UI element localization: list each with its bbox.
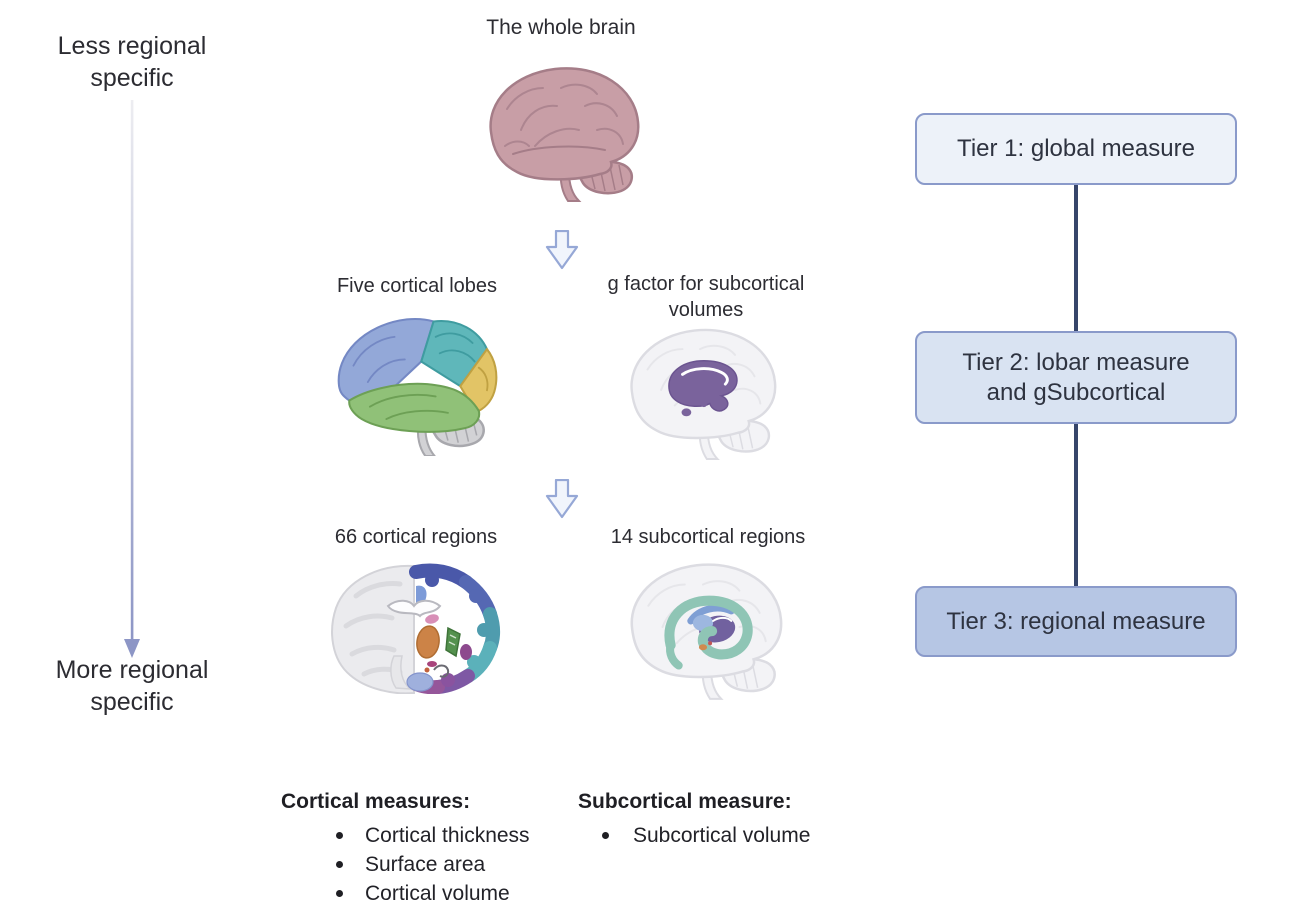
axis-label-line: More regional — [55, 656, 209, 684]
level2-right-label-line: volumes — [668, 299, 744, 321]
tier1-box: Tier 1: global measure — [915, 113, 1237, 185]
coronal-regions-brain-icon — [331, 563, 500, 694]
axis-label-line: specific — [90, 64, 174, 92]
cortical-measures-block: Cortical measures: Cortical thickness Su… — [281, 790, 530, 908]
whole-brain-icon — [489, 67, 640, 202]
specificity-down-arrow-icon — [124, 100, 140, 658]
axis-label-less-specific: Less regional specific — [22, 30, 242, 94]
subcortical-measures-block: Subcortical measure: Subcortical volume — [578, 790, 810, 850]
tier1-label: Tier 1: global measure — [957, 135, 1195, 162]
subcortical-measures-title: Subcortical measure: — [578, 790, 792, 813]
block-down-arrow-icon — [545, 479, 579, 519]
tier3-box: Tier 3: regional measure — [915, 586, 1237, 657]
level2-left-label: Five cortical lobes — [336, 275, 498, 297]
tier2-label-line: and gSubcortical — [986, 378, 1166, 406]
cortical-measures-title: Cortical measures: — [281, 790, 471, 813]
block-down-arrow-icon — [545, 230, 579, 270]
level1-label: The whole brain — [486, 16, 636, 39]
cortical-measures-list: Cortical thickness Surface area Cortical… — [281, 821, 530, 908]
axis-label-line: specific — [90, 688, 174, 716]
list-item: Subcortical volume — [578, 821, 810, 850]
axis-label-more-specific: More regional specific — [22, 654, 242, 718]
subcortical-measures-list: Subcortical volume — [578, 821, 810, 850]
subcortical-regions-brain-icon — [630, 563, 783, 700]
g-subcortical-brain-icon — [630, 328, 777, 460]
level3-right-label: 14 subcortical regions — [610, 526, 806, 548]
five-lobes-brain-icon — [337, 317, 498, 456]
level2-right-label-line: g factor for subcortical — [607, 273, 805, 295]
list-item: Surface area — [281, 850, 530, 879]
level2-right-label: g factor for subcortical volumes — [595, 271, 817, 323]
list-item: Cortical volume — [281, 879, 530, 908]
tier2-label-line: Tier 2: lobar measure — [962, 348, 1190, 376]
list-item: Cortical thickness — [281, 821, 530, 850]
tier3-label: Tier 3: regional measure — [946, 607, 1206, 635]
axis-label-line: Less regional — [57, 32, 207, 60]
level3-left-label: 66 cortical regions — [334, 526, 498, 548]
tier2-box: Tier 2: lobar measure and gSubcortical — [915, 331, 1237, 424]
